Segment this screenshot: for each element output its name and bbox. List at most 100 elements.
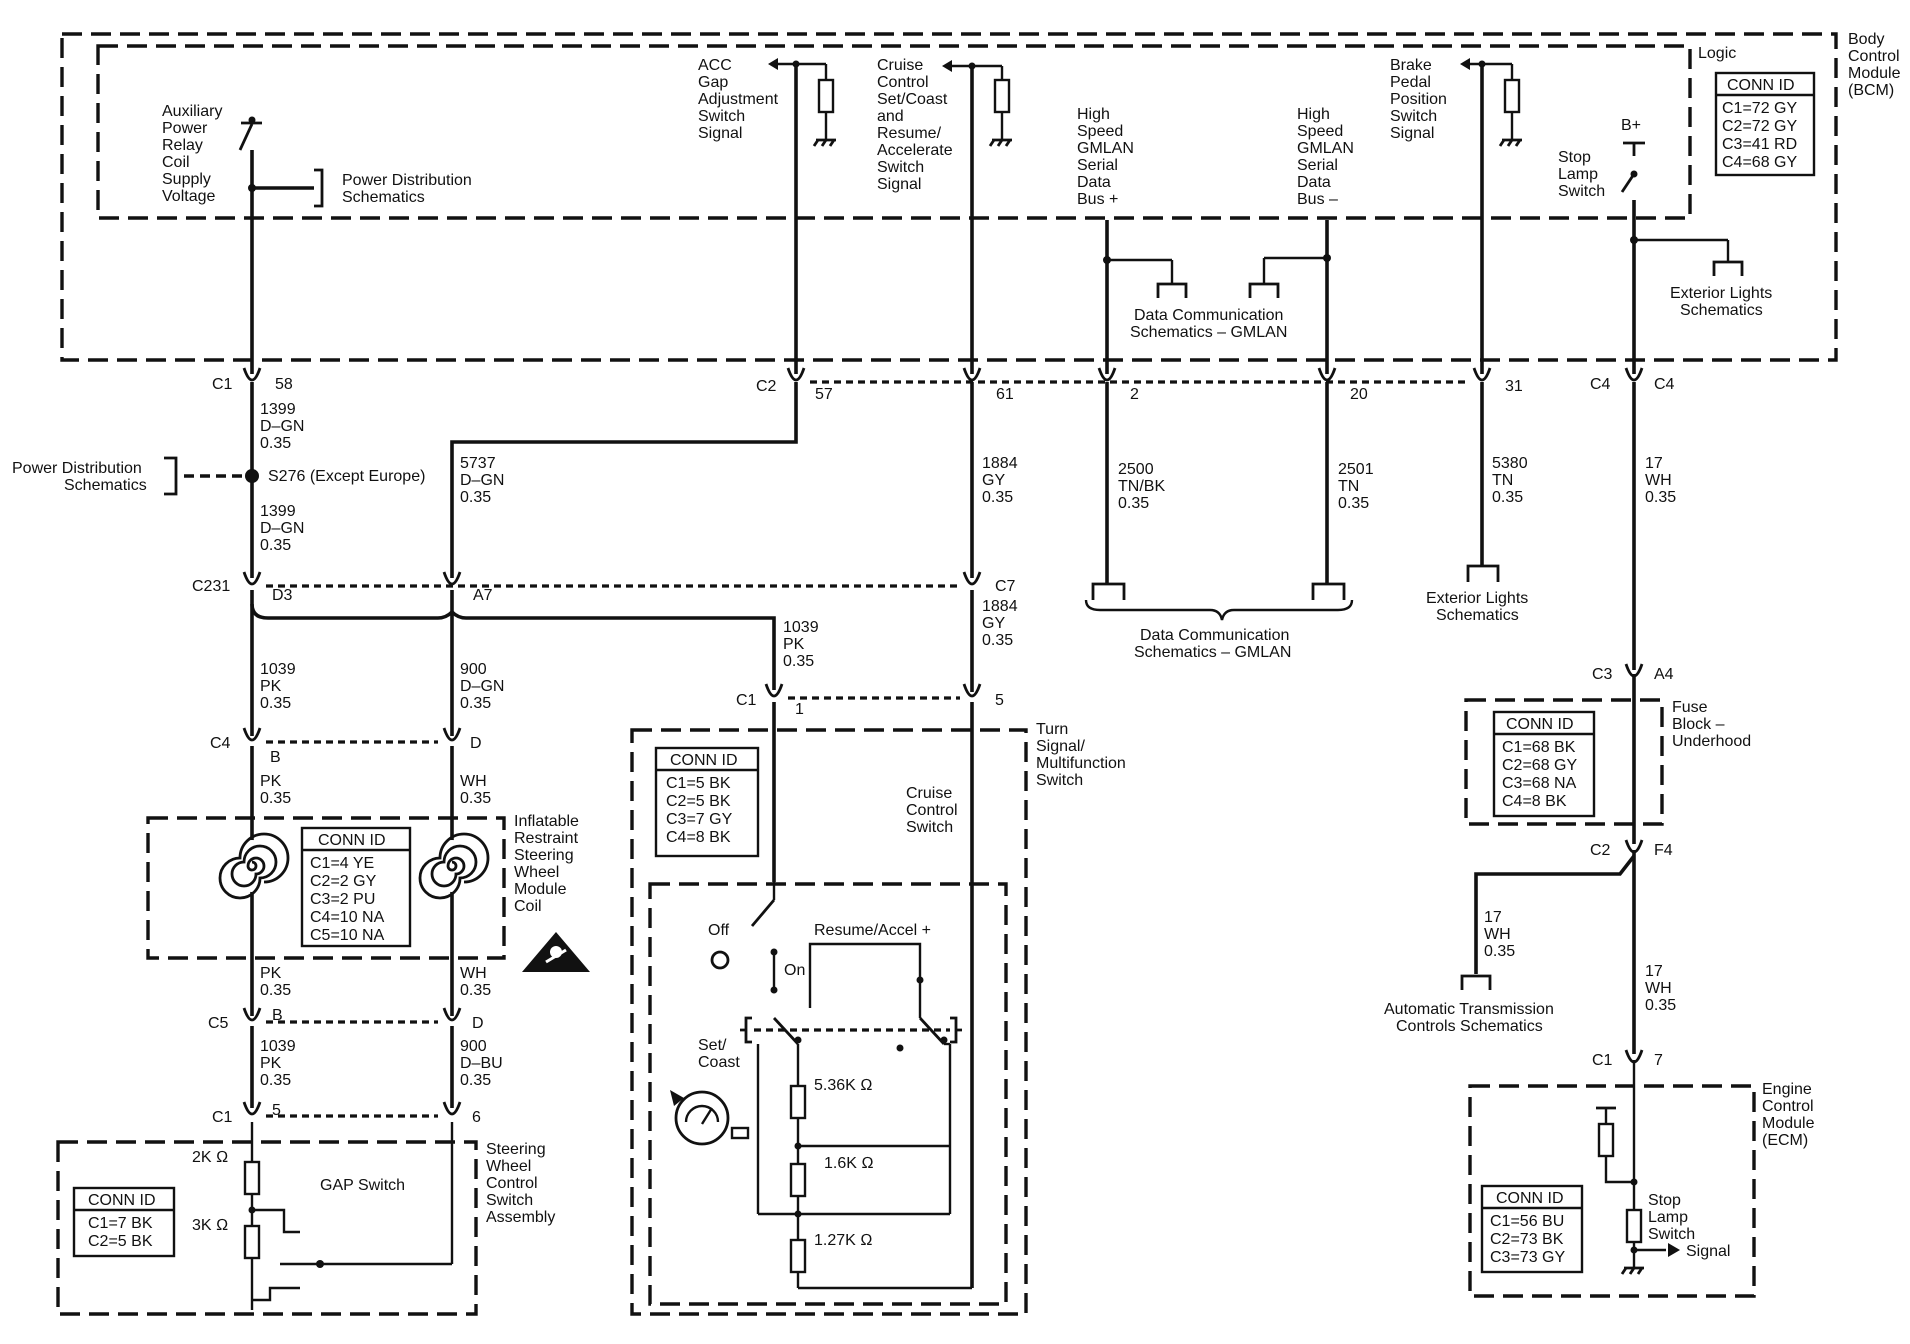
svg-text:C4=8 BK: C4=8 BK bbox=[666, 829, 731, 846]
auto-trans-ref: Automatic Transmission Controls Schemati… bbox=[1384, 1001, 1554, 1035]
spiral-coil-icon bbox=[418, 832, 490, 900]
svg-text:C3=2 PU: C3=2 PU bbox=[310, 891, 375, 908]
svg-text:Off: Off bbox=[708, 922, 730, 939]
svg-text:0.35: 0.35 bbox=[460, 790, 491, 807]
svg-text:Speed: Speed bbox=[1077, 123, 1123, 140]
svg-text:57: 57 bbox=[815, 386, 833, 403]
svg-text:Position: Position bbox=[1390, 91, 1447, 108]
svg-text:Fuse: Fuse bbox=[1672, 699, 1708, 716]
svg-text:D: D bbox=[470, 735, 482, 752]
ext-lights-ref-top: Exterior Lights Schematics bbox=[1670, 285, 1772, 319]
wire-1884-lower: 1884 GY 0.35 bbox=[982, 598, 1018, 649]
svg-text:CONN ID: CONN ID bbox=[88, 1192, 156, 1209]
svg-text:Control: Control bbox=[1848, 48, 1900, 65]
svg-text:2K Ω: 2K Ω bbox=[192, 1149, 228, 1166]
svg-text:Underhood: Underhood bbox=[1672, 733, 1751, 750]
gap-switch-label: GAP Switch bbox=[320, 1177, 405, 1194]
svg-text:Schematics: Schematics bbox=[1436, 607, 1519, 624]
svg-text:Cruise: Cruise bbox=[877, 57, 923, 74]
svg-text:GMLAN: GMLAN bbox=[1297, 140, 1354, 157]
svg-text:1.6K Ω: 1.6K Ω bbox=[824, 1155, 874, 1172]
svg-text:Control: Control bbox=[906, 802, 958, 819]
brake-pedal-pullup bbox=[1460, 58, 1522, 147]
svg-text:31: 31 bbox=[1505, 378, 1523, 395]
svg-text:5.36K Ω: 5.36K Ω bbox=[814, 1077, 873, 1094]
svg-text:Set/: Set/ bbox=[698, 1037, 727, 1054]
cruise-set-pullup bbox=[942, 60, 1012, 147]
wire-17-upper: 17 WH 0.35 bbox=[1645, 455, 1676, 506]
gap-switch-circuit bbox=[243, 1122, 454, 1310]
svg-text:0.35: 0.35 bbox=[982, 632, 1013, 649]
svg-text:Bus +: Bus + bbox=[1077, 191, 1118, 208]
wire-2501: 2501 TN 0.35 bbox=[1338, 461, 1374, 512]
svg-text:1039: 1039 bbox=[783, 619, 819, 636]
svg-text:C3=68 NA: C3=68 NA bbox=[1502, 775, 1577, 792]
c231-connector-pins bbox=[242, 571, 982, 586]
svg-text:Relay: Relay bbox=[162, 137, 203, 154]
turn-conn-id-table: CONN ID C1=5 BK C2=5 BK C3=7 GY C4=8 BK bbox=[654, 746, 760, 858]
svg-text:S276 (Except Europe): S276 (Except Europe) bbox=[268, 468, 425, 485]
wire-900-lower: 900 D–BU 0.35 bbox=[460, 1038, 503, 1089]
svg-text:Lamp: Lamp bbox=[1648, 1209, 1688, 1226]
svg-text:C1=5 BK: C1=5 BK bbox=[666, 775, 731, 792]
svg-text:Exterior Lights: Exterior Lights bbox=[1426, 590, 1528, 607]
ecm-label: Engine Control Module (ECM) bbox=[1762, 1081, 1815, 1149]
svg-text:0.35: 0.35 bbox=[460, 982, 491, 999]
svg-text:Power: Power bbox=[162, 120, 208, 137]
svg-text:Resume/Accel +: Resume/Accel + bbox=[814, 922, 931, 939]
svg-text:C4=8 BK: C4=8 BK bbox=[1502, 793, 1567, 810]
svg-text:Wheel: Wheel bbox=[486, 1158, 531, 1175]
svg-text:900: 900 bbox=[460, 661, 487, 678]
svg-text:5737: 5737 bbox=[460, 455, 496, 472]
svg-text:C2=72 GY: C2=72 GY bbox=[1722, 118, 1797, 135]
svg-text:0.35: 0.35 bbox=[1645, 997, 1676, 1014]
steering-switch-box bbox=[56, 1140, 478, 1316]
svg-text:Supply: Supply bbox=[162, 171, 211, 188]
wire-pk-b: PK 0.35 bbox=[260, 965, 291, 999]
svg-text:Stop: Stop bbox=[1648, 1192, 1681, 1209]
svg-text:WH: WH bbox=[1484, 926, 1511, 943]
bcm-connector-pins bbox=[242, 367, 1644, 382]
splice-s276 bbox=[245, 469, 259, 483]
svg-text:CONN ID: CONN ID bbox=[1506, 716, 1574, 733]
svg-text:C4=10 NA: C4=10 NA bbox=[310, 909, 385, 926]
svg-text:Signal: Signal bbox=[1686, 1243, 1730, 1260]
svg-text:Steering: Steering bbox=[486, 1141, 546, 1158]
svg-text:1399: 1399 bbox=[260, 401, 296, 418]
svg-text:C2=73 BK: C2=73 BK bbox=[1490, 1231, 1564, 1248]
svg-text:Pedal: Pedal bbox=[1390, 74, 1431, 91]
svg-text:CONN ID: CONN ID bbox=[670, 752, 738, 769]
svg-text:Bus –: Bus – bbox=[1297, 191, 1338, 208]
svg-text:C1=68 BK: C1=68 BK bbox=[1502, 739, 1576, 756]
svg-text:0.35: 0.35 bbox=[260, 435, 291, 452]
svg-text:D3: D3 bbox=[272, 587, 293, 604]
svg-text:0.35: 0.35 bbox=[1338, 495, 1369, 512]
wire-1884-upper: 1884 GY 0.35 bbox=[982, 455, 1018, 506]
svg-text:Brake: Brake bbox=[1390, 57, 1432, 74]
svg-text:TN/BK: TN/BK bbox=[1118, 478, 1165, 495]
svg-text:Inflatable: Inflatable bbox=[514, 813, 579, 830]
bcm-logic-box bbox=[96, 44, 1692, 220]
svg-text:C5=10 NA: C5=10 NA bbox=[310, 927, 385, 944]
svg-text:WH: WH bbox=[1645, 472, 1672, 489]
svg-text:2501: 2501 bbox=[1338, 461, 1374, 478]
svg-text:C4: C4 bbox=[1590, 376, 1611, 393]
svg-text:D: D bbox=[472, 1015, 484, 1032]
svg-text:Resume/: Resume/ bbox=[877, 125, 942, 142]
svg-text:Speed: Speed bbox=[1297, 123, 1343, 140]
svg-text:Coast: Coast bbox=[698, 1054, 740, 1071]
svg-text:Switch: Switch bbox=[877, 159, 924, 176]
svg-text:C1=72 GY: C1=72 GY bbox=[1722, 100, 1797, 117]
svg-text:Restraint: Restraint bbox=[514, 830, 579, 847]
wire-2500: 2500 TN/BK 0.35 bbox=[1118, 461, 1165, 512]
svg-text:Control: Control bbox=[486, 1175, 538, 1192]
inflatable-coil-box bbox=[146, 816, 506, 960]
cruise-switch-label: Cruise Control Switch bbox=[906, 785, 958, 836]
svg-text:PK: PK bbox=[783, 636, 805, 653]
svg-text:Engine: Engine bbox=[1762, 1081, 1812, 1098]
svg-text:5: 5 bbox=[995, 692, 1004, 709]
svg-text:58: 58 bbox=[275, 376, 293, 393]
svg-text:PK: PK bbox=[260, 1055, 282, 1072]
svg-text:D–GN: D–GN bbox=[460, 678, 504, 695]
svg-text:D–GN: D–GN bbox=[260, 520, 304, 537]
